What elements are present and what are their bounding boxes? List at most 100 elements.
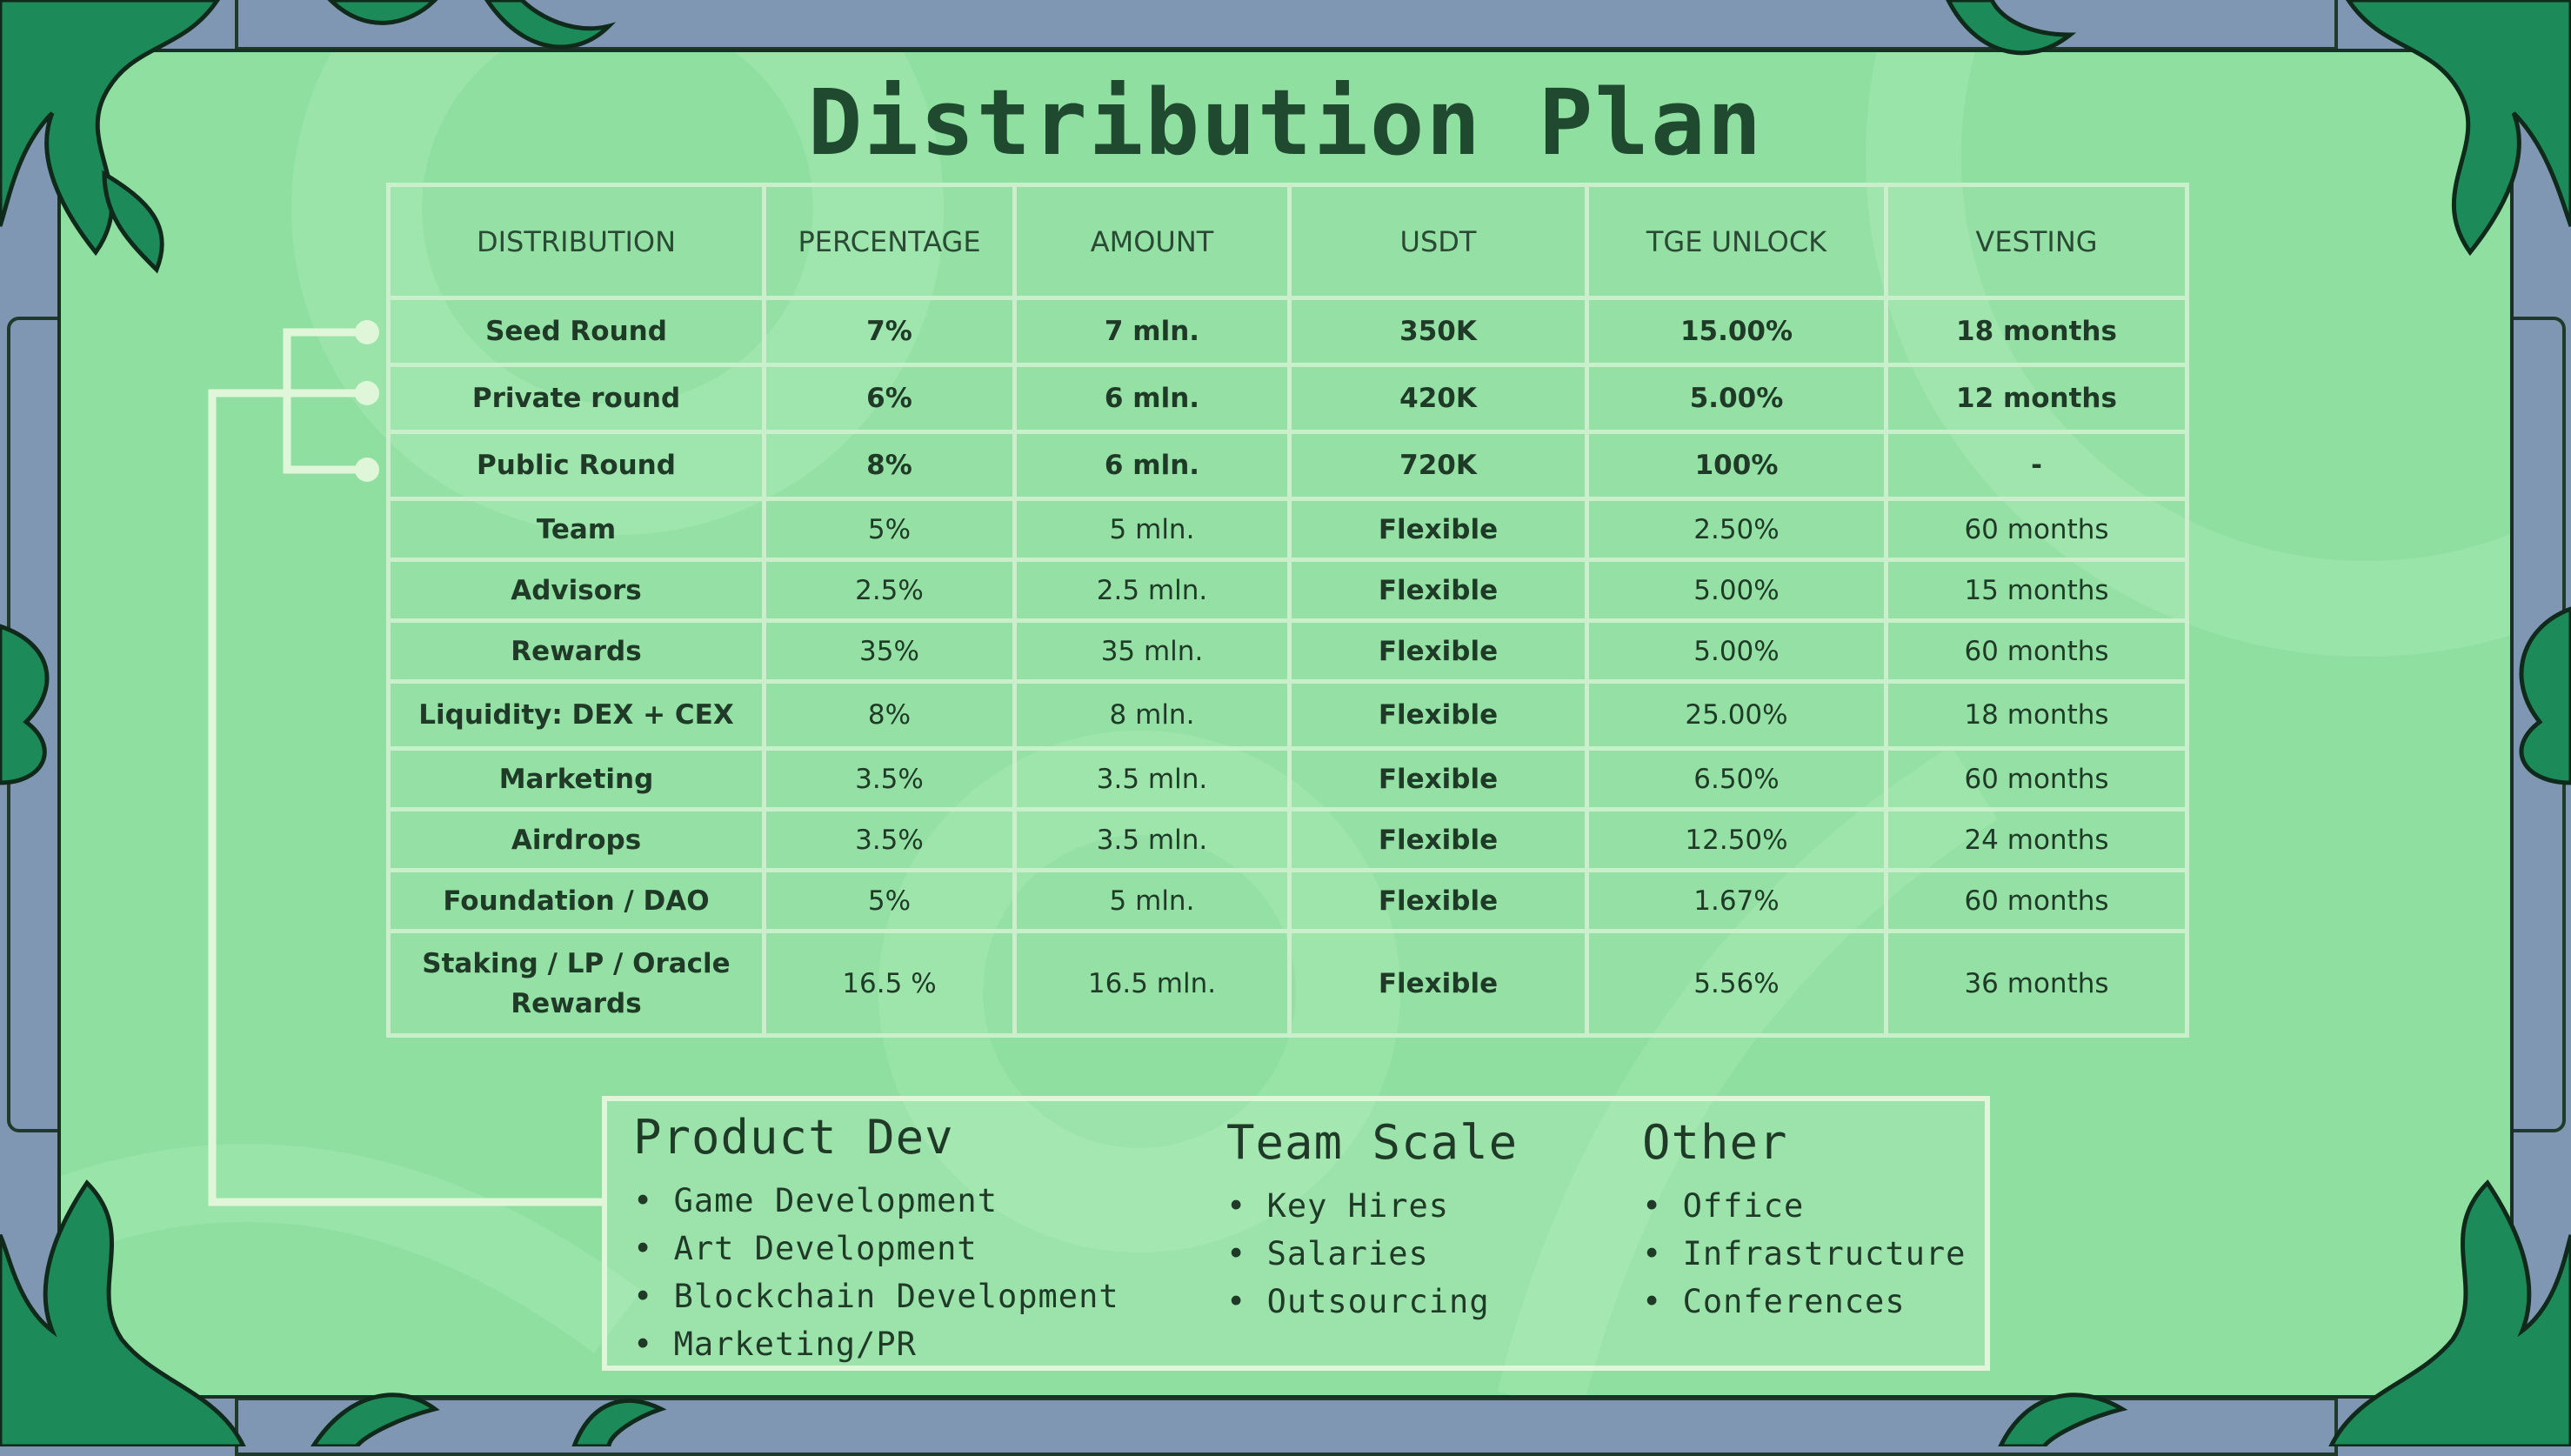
- cell-vesting: 36 months: [1884, 929, 2189, 1038]
- cell-distribution: Seed Round: [386, 296, 766, 367]
- vine-top-left-leaf: [102, 170, 164, 274]
- vine-bottom-left: [0, 1179, 246, 1446]
- bracket-dot-private: [355, 381, 379, 405]
- cell-amount: 7 mln.: [1012, 296, 1292, 367]
- list-item: Blockchain Development: [633, 1272, 1119, 1320]
- cell-amount: 5 mln.: [1012, 868, 1292, 933]
- list-item: Game Development: [633, 1177, 1119, 1225]
- vine-bottom-left-2: [311, 1393, 440, 1446]
- page-title: Distribution Plan: [807, 70, 1764, 176]
- product-dev-column: Product Dev Game Development Art Develop…: [633, 1110, 1119, 1368]
- header-amount: AMOUNT: [1012, 183, 1292, 300]
- cell-amount: 3.5 mln.: [1012, 807, 1292, 872]
- cell-vesting: 15 months: [1884, 558, 2189, 623]
- vine-left-mid: [0, 624, 50, 785]
- list-item: Marketing/PR: [633, 1320, 1119, 1368]
- vine-bottom-right: [2328, 1179, 2571, 1446]
- team-scale-list: Key Hires Salaries Outsourcing: [1226, 1182, 1518, 1326]
- cell-tge-unlock: 5.00%: [1585, 558, 1888, 623]
- cell-usdt: 420K: [1287, 363, 1589, 434]
- cell-usdt: Flexible: [1287, 497, 1589, 562]
- cell-usdt: Flexible: [1287, 746, 1589, 811]
- team-scale-column: Team Scale Key Hires Salaries Outsourcin…: [1226, 1115, 1518, 1326]
- cell-vesting: 60 months: [1884, 868, 2189, 933]
- table-row: Staking / LP / Oracle Rewards 16.5 % 16.…: [386, 929, 2189, 1038]
- cell-amount: 35 mln.: [1012, 618, 1292, 684]
- list-item: Office: [1642, 1182, 1966, 1230]
- cell-tge-unlock: 100%: [1585, 430, 1888, 501]
- cell-distribution: Marketing: [386, 746, 766, 811]
- cell-amount: 6 mln.: [1012, 430, 1292, 501]
- cell-amount: 5 mln.: [1012, 497, 1292, 562]
- cell-tge-unlock: 15.00%: [1585, 296, 1888, 367]
- cell-percentage: 7%: [762, 296, 1017, 367]
- list-item: Salaries: [1226, 1230, 1518, 1278]
- cell-distribution: Advisors: [386, 558, 766, 623]
- cell-percentage: 35%: [762, 618, 1017, 684]
- table-row: Rewards 35% 35 mln. Flexible 5.00% 60 mo…: [386, 618, 2189, 684]
- cell-vesting: 24 months: [1884, 807, 2189, 872]
- header-usdt: USDT: [1287, 183, 1589, 300]
- cell-vesting: -: [1884, 430, 2189, 501]
- vine-bottom-mid: [571, 1398, 667, 1446]
- cell-amount: 2.5 mln.: [1012, 558, 1292, 623]
- cell-vesting: 18 months: [1884, 296, 2189, 367]
- cell-percentage: 8%: [762, 430, 1017, 501]
- vine-top-right: [2345, 0, 2571, 257]
- vine-top-left: [0, 0, 221, 257]
- cell-amount: 8 mln.: [1012, 679, 1292, 751]
- cell-tge-unlock: 25.00%: [1585, 679, 1888, 751]
- list-item: Art Development: [633, 1225, 1119, 1272]
- bracket-dot-public: [355, 458, 379, 482]
- cell-vesting: 60 months: [1884, 497, 2189, 562]
- vine-top-mid-left-2: [484, 0, 617, 50]
- cell-tge-unlock: 5.00%: [1585, 618, 1888, 684]
- cell-usdt: Flexible: [1287, 929, 1589, 1038]
- table-row: Advisors 2.5% 2.5 mln. Flexible 5.00% 15…: [386, 558, 2189, 623]
- vine-top-mid-left: [327, 0, 438, 25]
- cell-percentage: 16.5 %: [762, 929, 1017, 1038]
- team-scale-heading: Team Scale: [1226, 1115, 1519, 1170]
- cell-vesting: 12 months: [1884, 363, 2189, 434]
- cell-percentage: 3.5%: [762, 746, 1017, 811]
- cell-usdt: Flexible: [1287, 558, 1589, 623]
- cell-amount: 16.5 mln.: [1012, 929, 1292, 1038]
- list-item: Outsourcing: [1226, 1278, 1518, 1326]
- table-row: Marketing 3.5% 3.5 mln. Flexible 6.50% 6…: [386, 746, 2189, 811]
- cell-usdt: 720K: [1287, 430, 1589, 501]
- vine-top-mid-right: [1946, 0, 2077, 56]
- table-row: Private round 6% 6 mln. 420K 5.00% 12 mo…: [386, 363, 2189, 434]
- cell-tge-unlock: 12.50%: [1585, 807, 1888, 872]
- list-item: Infrastructure: [1642, 1230, 1966, 1278]
- cell-percentage: 5%: [762, 868, 1017, 933]
- header-percentage: PERCENTAGE: [762, 183, 1017, 300]
- product-dev-list: Game Development Art Development Blockch…: [633, 1177, 1119, 1368]
- table-header-row: DISTRIBUTION PERCENTAGE AMOUNT USDT TGE …: [386, 183, 2189, 300]
- cell-amount: 3.5 mln.: [1012, 746, 1292, 811]
- use-of-funds-box: Product Dev Game Development Art Develop…: [602, 1096, 1990, 1371]
- cell-percentage: 2.5%: [762, 558, 1017, 623]
- cell-tge-unlock: 2.50%: [1585, 497, 1888, 562]
- cell-distribution: Public Round: [386, 430, 766, 501]
- cell-tge-unlock: 5.00%: [1585, 363, 1888, 434]
- cell-vesting: 18 months: [1884, 679, 2189, 751]
- table-row: Seed Round 7% 7 mln. 350K 15.00% 18 mont…: [386, 296, 2189, 367]
- table-row: Team 5% 5 mln. Flexible 2.50% 60 months: [386, 497, 2189, 562]
- header-vesting: VESTING: [1884, 183, 2189, 300]
- distribution-table: DISTRIBUTION PERCENTAGE AMOUNT USDT TGE …: [386, 183, 2189, 1038]
- product-dev-heading: Product Dev: [633, 1110, 954, 1165]
- list-item: Key Hires: [1226, 1182, 1518, 1230]
- cell-vesting: 60 months: [1884, 746, 2189, 811]
- cell-percentage: 8%: [762, 679, 1017, 751]
- cell-distribution: Private round: [386, 363, 766, 434]
- cell-tge-unlock: 1.67%: [1585, 868, 1888, 933]
- cell-usdt: 350K: [1287, 296, 1589, 367]
- other-heading: Other: [1642, 1115, 1788, 1170]
- cell-tge-unlock: 5.56%: [1585, 929, 1888, 1038]
- cell-tge-unlock: 6.50%: [1585, 746, 1888, 811]
- other-column: Other Office Infrastructure Conferences: [1642, 1115, 1966, 1326]
- cell-percentage: 3.5%: [762, 807, 1017, 872]
